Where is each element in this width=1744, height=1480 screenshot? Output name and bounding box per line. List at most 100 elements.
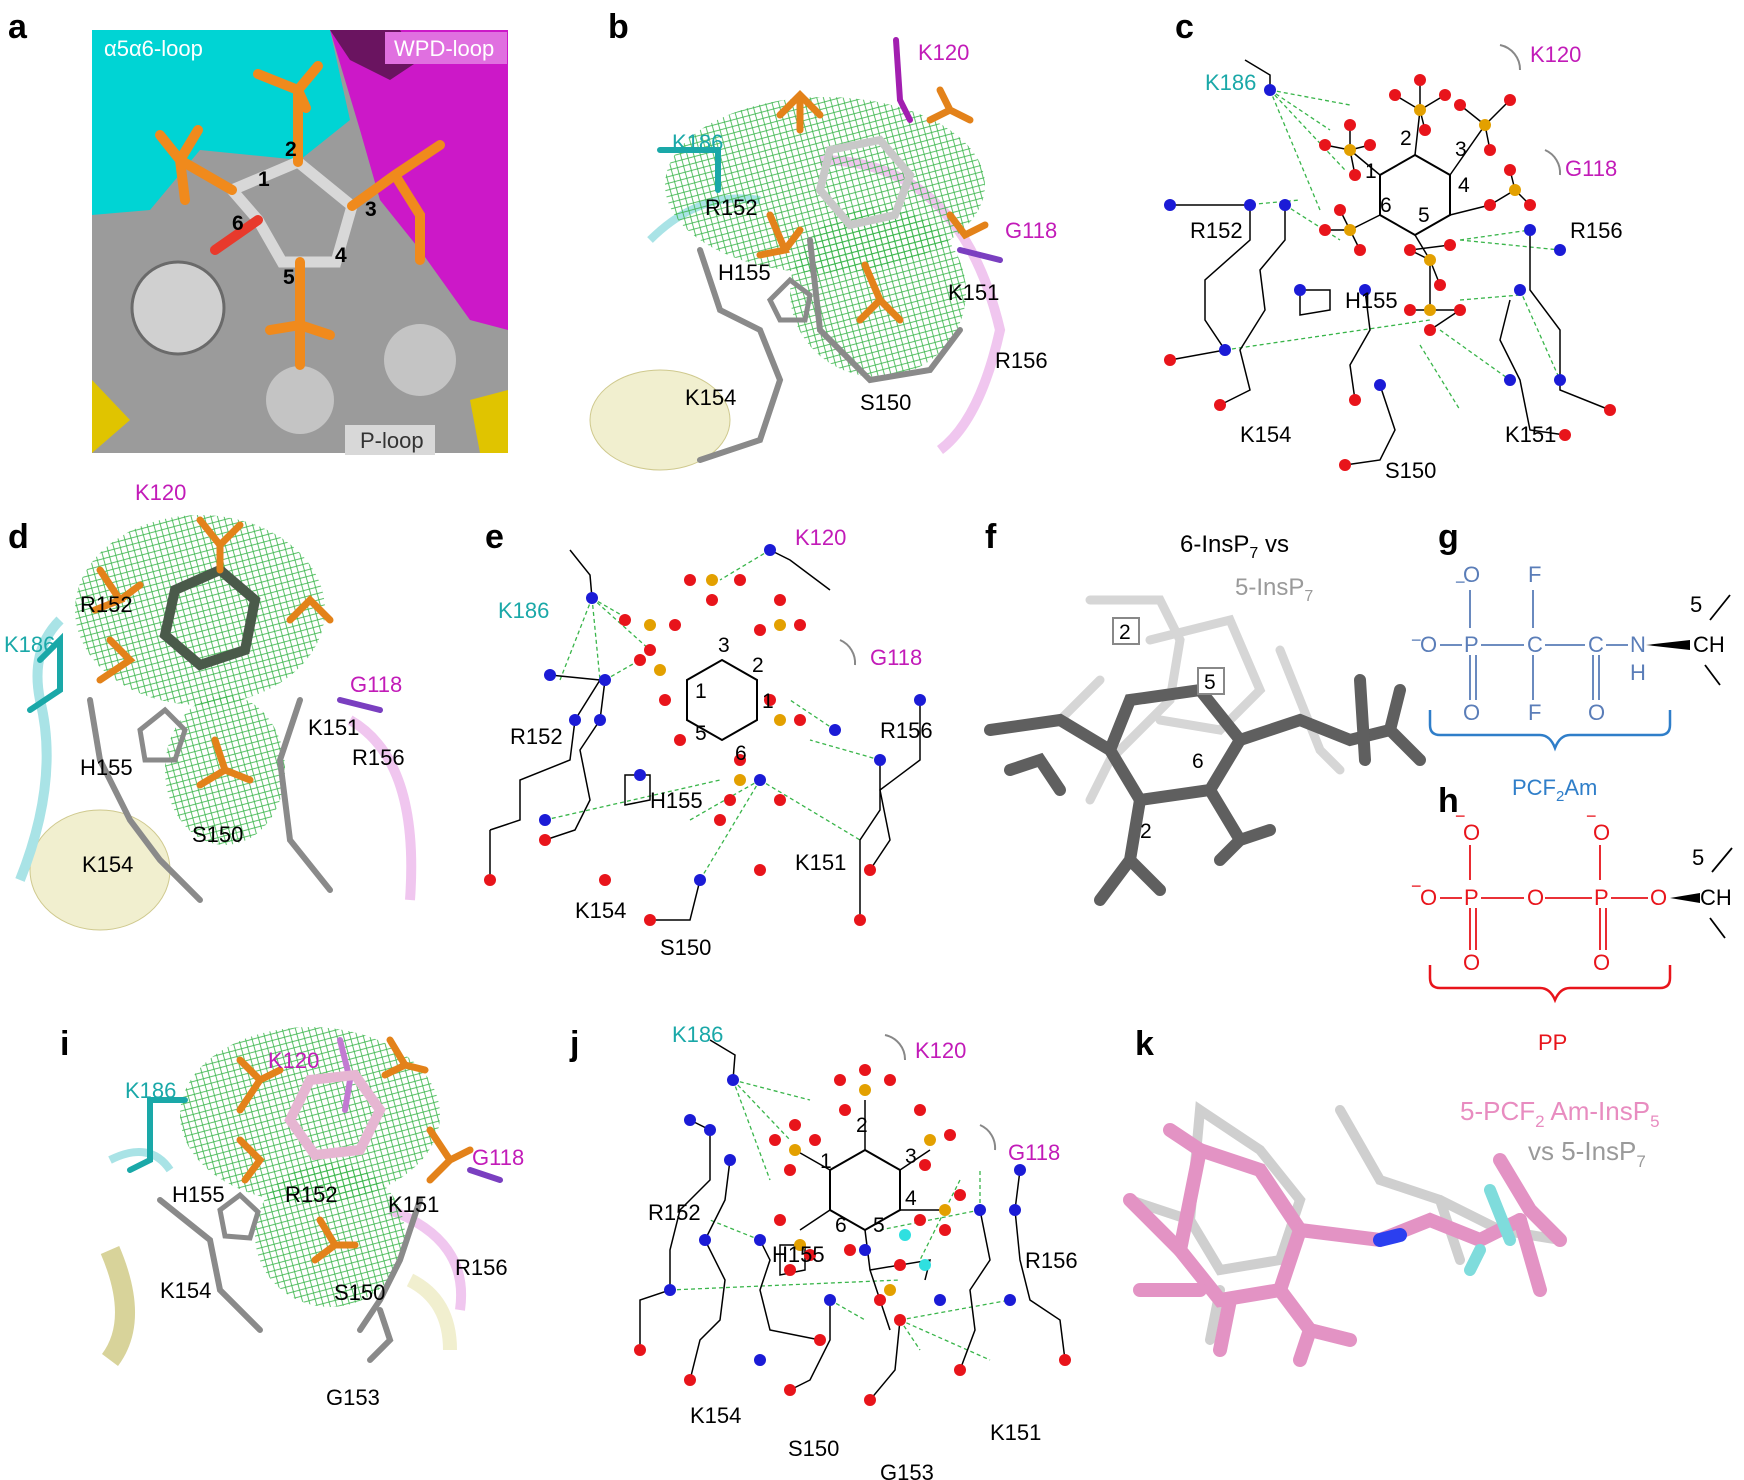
pp-bracket	[1428, 965, 1672, 1004]
atoms-cyan-j	[899, 1229, 931, 1271]
residue-label-c-h155: H155	[1345, 288, 1398, 313]
ring-number-c-4: 4	[1458, 174, 1470, 197]
ring-number-e-3: 3	[718, 634, 730, 657]
eyelash-e-g118	[839, 639, 857, 666]
ring-number-f-6: 6	[1192, 750, 1204, 773]
svg-text:−: −	[1411, 876, 1422, 896]
residue-label-b-k120: K120	[918, 40, 969, 65]
density-mesh-i-top	[180, 1027, 440, 1203]
ring-number-e-2: 2	[752, 654, 764, 677]
residue-label-i-r156: R156	[455, 1255, 508, 1280]
residue-label-d-k120: K120	[135, 480, 186, 505]
pos-h: 5	[1692, 845, 1704, 870]
ring-number-6: 6	[232, 212, 244, 235]
phosphate-bonds-j	[794, 1100, 940, 1331]
residue-label-j-k120: K120	[915, 1038, 966, 1063]
marker-2: 2	[1119, 621, 1131, 644]
residue-label-d-k151: K151	[308, 715, 359, 740]
residue-label-j-g153: G153	[880, 1460, 934, 1480]
hbond-dashes-j	[669, 1079, 1011, 1361]
atoms-blue-c	[1164, 84, 1566, 391]
ring-number-c-6: 6	[1380, 194, 1392, 217]
pcf2am-bonds	[1440, 590, 1628, 700]
marker-box-5	[1197, 667, 1225, 695]
svg-text:F: F	[1528, 700, 1541, 725]
residue-label-i-r152: R152	[285, 1182, 338, 1207]
fluorine-k-1	[1484, 1184, 1516, 1246]
svg-text:−: −	[1411, 630, 1422, 650]
ring-number-j-3: 3	[905, 1145, 917, 1168]
ligand-sticks-i	[236, 1036, 474, 1264]
panel-label-i: i	[60, 1025, 69, 1063]
residue-label-d-r152: R152	[80, 592, 133, 617]
residue-label-e-r152: R152	[510, 724, 563, 749]
svg-text:O: O	[1463, 562, 1480, 587]
ring-number-3: 3	[365, 198, 377, 221]
ligand-5insp7-f	[1055, 595, 1345, 805]
ribbon-yellow	[589, 369, 731, 471]
panel-e: e	[484, 518, 933, 960]
residue-label-j-r156: R156	[1025, 1248, 1078, 1273]
atoms-orange-c	[1344, 104, 1521, 316]
atoms-blue-e	[539, 544, 926, 886]
residue-label-d-g118: G118	[350, 672, 402, 697]
ring-number-j-5: 5	[873, 1214, 885, 1237]
residue-label-c-r156: R156	[1570, 218, 1623, 243]
title-k-a: 5-PCF2 Am-InsP5	[1460, 1096, 1660, 1131]
svg-text:P: P	[1594, 885, 1609, 910]
residue-label-d-k186: K186	[4, 632, 55, 657]
residue-label-i-g118: G118	[472, 1145, 524, 1170]
residue-label-j-s150: S150	[788, 1436, 839, 1461]
amide-nitrogen-k	[1373, 1228, 1407, 1247]
alpha5alpha6-loop-label: α5α6-loop	[104, 36, 203, 61]
atoms-orange-j	[789, 1084, 951, 1296]
wedge-h	[1670, 893, 1700, 903]
eyelash-j-k120	[884, 1034, 907, 1061]
svg-text:F: F	[1528, 562, 1541, 587]
residue-label-b-r156: R156	[995, 348, 1048, 373]
residue-sticks-i	[127, 1037, 503, 1363]
wpd-label-box	[385, 32, 507, 64]
ring-number-c-2: 2	[1400, 127, 1412, 150]
residue-label-i-s150: S150	[334, 1280, 385, 1305]
pcf2am-structure: − O − O P O C F F C O N H	[1411, 562, 1646, 725]
residue-label-j-g118: G118	[1008, 1140, 1060, 1165]
svg-text:O: O	[1463, 820, 1480, 845]
panel-label-k: k	[1135, 1025, 1154, 1063]
residue-label-b-s150: S150	[860, 390, 911, 415]
pp-structure: − O − O P O O − O P O O	[1411, 806, 1667, 975]
residue-label-e-g118: G118	[870, 645, 922, 670]
residue-label-d-k154: K154	[82, 852, 133, 877]
ring-number-c-1: 1	[1365, 160, 1377, 183]
residue-label-c-k151: K151	[1505, 422, 1556, 447]
panel-label-b: b	[608, 8, 629, 46]
ring-number-j-6: 6	[835, 1214, 847, 1237]
residue-label-d-h155: H155	[80, 755, 133, 780]
panel-d: d K120 K186 R152 G118 K151 R156 H155 S15…	[4, 480, 417, 931]
residue-sticks-b	[657, 37, 1003, 463]
ch-h: CH	[1700, 885, 1732, 910]
eyelash-k120	[1499, 44, 1522, 71]
ring-number-j-4: 4	[905, 1187, 917, 1210]
residue-label-c-s150: S150	[1385, 458, 1436, 483]
p-loop-label: P-loop	[360, 428, 424, 453]
ribbon-yellow-i	[100, 1246, 135, 1366]
residue-label-b-k151: K151	[948, 280, 999, 305]
wpd-loop-surface	[330, 30, 508, 330]
marker-5: 5	[1204, 671, 1216, 694]
svg-text:−: −	[1455, 572, 1466, 592]
pp-bonds	[1440, 845, 1648, 950]
ring-number-e-6: 6	[735, 742, 747, 765]
residue-label-b-h155: H155	[718, 260, 771, 285]
panel-label-e: e	[485, 518, 504, 556]
residue-label-e-r156: R156	[880, 718, 933, 743]
ligand-6insp7-f	[984, 674, 1426, 906]
residue-label-i-g153: G153	[326, 1385, 380, 1410]
residue-label-i-h155: H155	[172, 1182, 225, 1207]
pp-name: PP	[1538, 1030, 1567, 1055]
hbond-dashes-c	[1224, 89, 1561, 411]
svg-text:N: N	[1630, 632, 1646, 657]
residue-label-d-r156: R156	[352, 745, 405, 770]
ligand-5pcf2am-k	[1123, 1123, 1567, 1367]
svg-text:O: O	[1463, 950, 1480, 975]
